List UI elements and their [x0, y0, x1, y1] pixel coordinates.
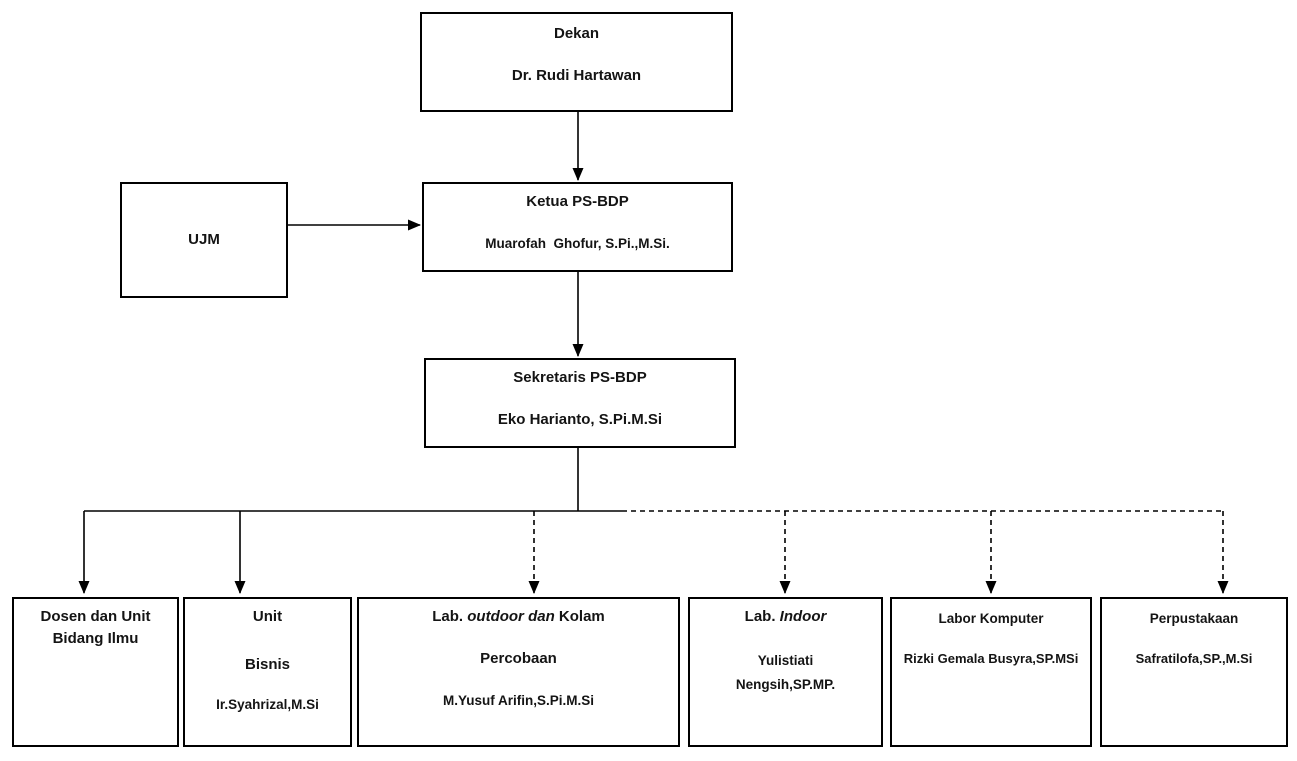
- unit-bisnis-title-line2: Bisnis: [244, 656, 290, 673]
- labor-komputer-title: Labor Komputer: [938, 611, 1044, 626]
- perpustakaan-name: Safratilofa,SP.,M.Si: [1135, 651, 1253, 666]
- box-sekretaris: Sekretaris PS-BDP Eko Harianto, S.Pi.M.S…: [424, 358, 736, 448]
- box-unit-bisnis: Unit Bisnis Ir.Syahrizal,M.Si: [183, 597, 352, 747]
- lab-outdoor-title-line2: Percobaan: [480, 650, 557, 667]
- lab-indoor-title-seg1: Lab.: [744, 608, 780, 625]
- lab-outdoor-title-italic: outdoor dan: [467, 608, 555, 625]
- box-lab-outdoor: Lab. outdoor dan Kolam Percobaan M.Yusuf…: [357, 597, 680, 747]
- box-labor-komputer: Labor Komputer Rizki Gemala Busyra,SP.MS…: [890, 597, 1092, 747]
- box-ketua: Ketua PS-BDP Muarofah Ghofur, S.Pi.,M.Si…: [422, 182, 733, 272]
- labor-komputer-name: Rizki Gemala Busyra,SP.MSi: [903, 651, 1079, 666]
- lab-outdoor-name: M.Yusuf Arifin,S.Pi.M.Si: [442, 693, 594, 708]
- lab-indoor-name-line2: Nengsih,SP.MP.: [735, 677, 836, 692]
- box-perpustakaan: Perpustakaan Safratilofa,SP.,M.Si: [1100, 597, 1288, 747]
- unit-bisnis-name: Ir.Syahrizal,M.Si: [216, 697, 319, 712]
- box-dekan: Dekan Dr. Rudi Hartawan: [420, 12, 733, 112]
- lab-outdoor-title-line1: Lab. outdoor dan Kolam: [432, 607, 605, 627]
- lab-indoor-title: Lab. Indoor: [745, 607, 827, 627]
- dosen-title-line2: Bidang Ilmu: [52, 630, 139, 647]
- lab-outdoor-title-seg1: Lab.: [432, 608, 468, 625]
- dosen-title-line1: Dosen dan Unit: [40, 608, 151, 625]
- sekretaris-name: Eko Harianto, S.Pi.M.Si: [497, 411, 663, 428]
- lab-indoor-name-line1: Yulistiati: [757, 653, 814, 668]
- unit-bisnis-title-line1: Unit: [252, 608, 283, 625]
- box-dosen-unit-bidang-ilmu: Dosen dan Unit Bidang Ilmu: [12, 597, 179, 747]
- sekretaris-title: Sekretaris PS-BDP: [513, 369, 647, 386]
- box-ujm: UJM: [120, 182, 288, 298]
- ketua-title: Ketua PS-BDP: [526, 193, 629, 210]
- dekan-title: Dekan: [553, 25, 600, 42]
- ujm-label: UJM: [188, 231, 220, 248]
- lab-indoor-title-italic: Indoor: [779, 608, 827, 625]
- box-lab-indoor: Lab. Indoor Yulistiati Nengsih,SP.MP.: [688, 597, 883, 747]
- perpustakaan-title: Perpustakaan: [1149, 611, 1239, 626]
- dekan-name: Dr. Rudi Hartawan: [511, 67, 642, 84]
- ketua-name: Muarofah Ghofur, S.Pi.,M.Si.: [485, 236, 670, 251]
- lab-outdoor-title-seg3: Kolam: [554, 608, 605, 625]
